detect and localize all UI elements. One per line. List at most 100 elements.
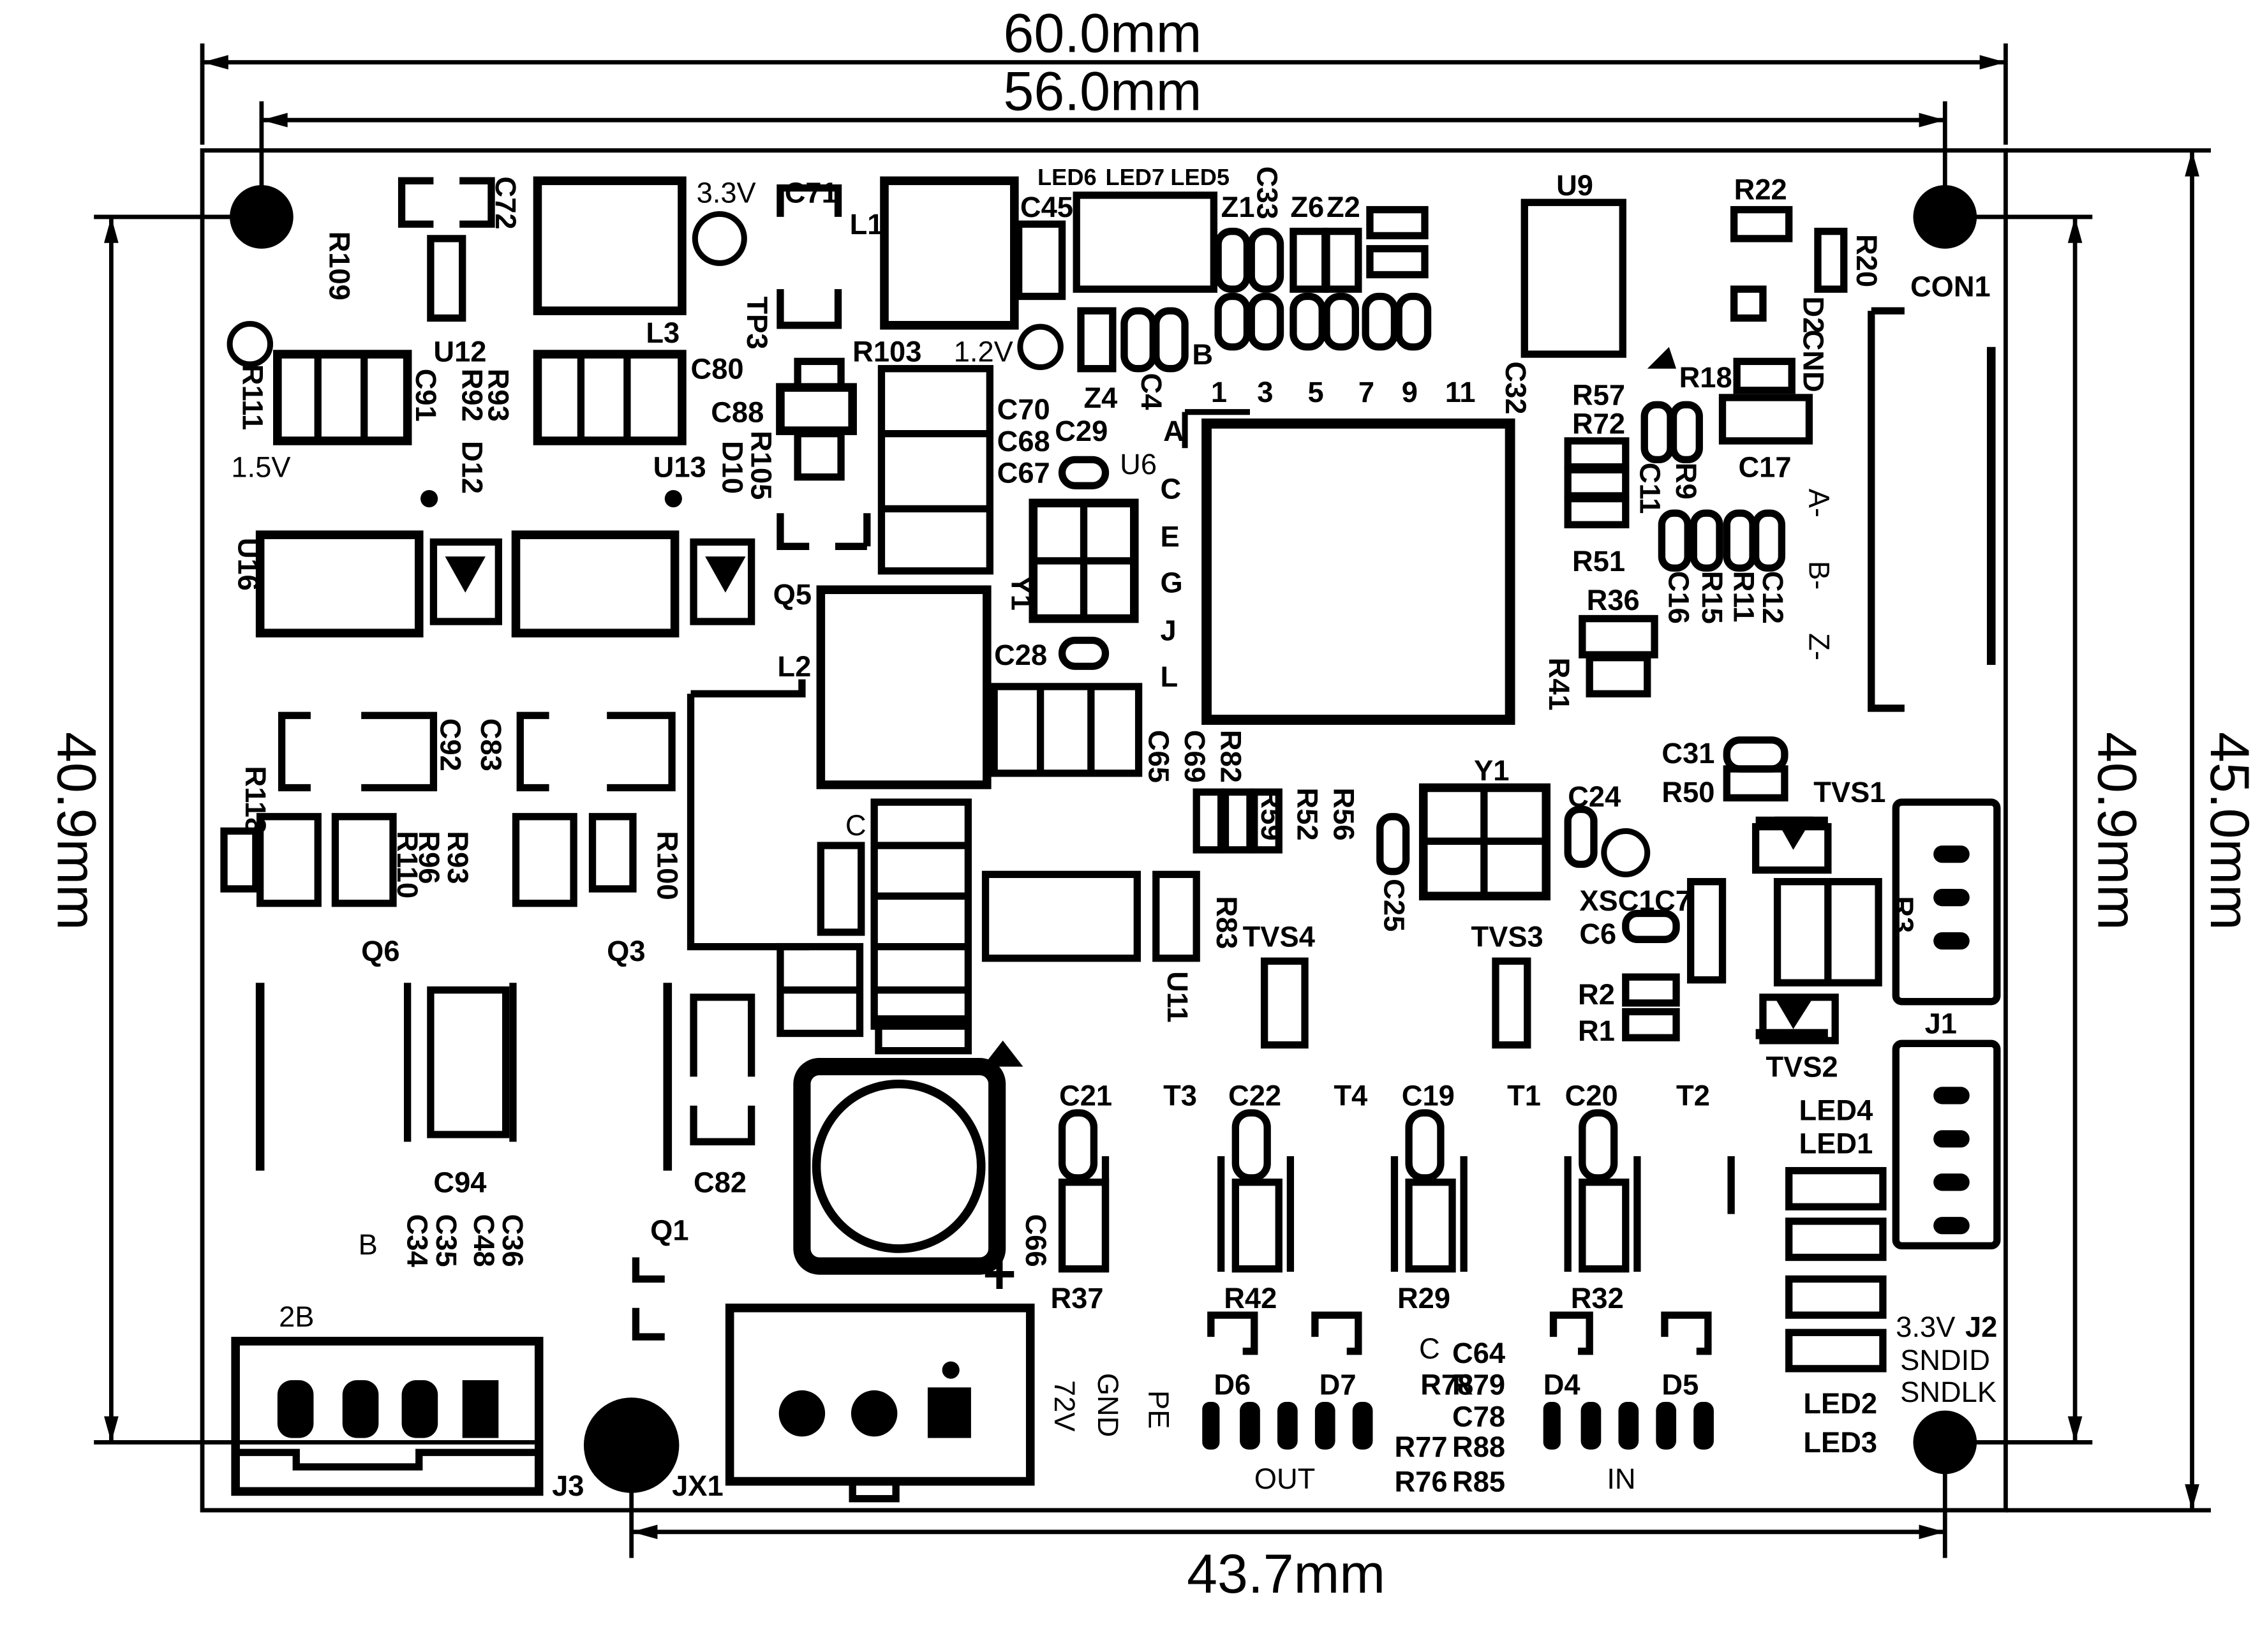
label-r9: R9	[1670, 463, 1702, 500]
label-tvs4: TVS4	[1243, 921, 1315, 953]
label-c6: C6	[1579, 918, 1616, 950]
label-c: C	[845, 809, 866, 842]
label-c66: C66	[1020, 1214, 1052, 1267]
label-c48: C48	[468, 1214, 500, 1267]
label-j3: J3	[552, 1470, 584, 1502]
label-1v5: 1.5V	[231, 451, 290, 484]
label-pin-11: 11	[1445, 376, 1476, 408]
svg-text:+: +	[983, 1242, 1016, 1306]
label-c29: C29	[1055, 415, 1108, 447]
label-jx1: JX1	[672, 1470, 724, 1502]
right-top-components	[1564, 205, 1996, 712]
label-c12: C12	[1757, 571, 1789, 624]
label-r57: R57	[1572, 378, 1625, 411]
label-r52: R52	[1291, 787, 1324, 840]
label-z4: Z4	[1084, 382, 1118, 414]
label-t1: T1	[1507, 1080, 1541, 1112]
label-r88: R88	[1452, 1431, 1505, 1463]
label-r59: R59	[1255, 787, 1288, 840]
label-r56: R56	[1327, 787, 1360, 840]
label-c32: C32	[1499, 361, 1532, 414]
label-sndlk: SNDLK	[1900, 1376, 1996, 1408]
label-pin-7: 7	[1358, 376, 1374, 408]
dim-40mm-left: 40.9mm	[46, 732, 107, 930]
label-row-c: C	[1161, 473, 1182, 505]
label-pin-5: 5	[1308, 376, 1324, 408]
label-c91: C91	[410, 369, 442, 422]
label-c80: C80	[691, 353, 744, 385]
label-r96: R96	[413, 831, 445, 884]
label-r78: R78	[1420, 1369, 1473, 1401]
label-z-minus: Z-	[1803, 633, 1835, 660]
label-a: A	[1163, 415, 1184, 447]
dim-43mm: 43.7mm	[1187, 1544, 1385, 1605]
label-72v: 72V	[1048, 1380, 1081, 1432]
label-pin-9: 9	[1402, 376, 1418, 408]
label-c67: C67	[997, 457, 1050, 489]
label-q3: Q3	[607, 935, 645, 967]
label-q1: Q1	[650, 1214, 688, 1246]
label-c68: C68	[997, 425, 1050, 458]
label-y1-small: Y1	[1005, 576, 1037, 611]
label-r77: R77	[1394, 1431, 1447, 1463]
dim-40mm-right: 40.9mm	[2086, 732, 2147, 930]
label-r29: R29	[1397, 1282, 1450, 1314]
label-c88: C88	[711, 396, 764, 429]
label-row-j: J	[1161, 614, 1177, 646]
label-r118: R118	[239, 766, 272, 834]
label-pe: PE	[1142, 1390, 1175, 1429]
label-row-e: E	[1161, 520, 1180, 553]
label-t3: T3	[1163, 1080, 1197, 1112]
label-r41: R41	[1543, 658, 1575, 711]
label-r83: R83	[1210, 896, 1243, 949]
label-c31: C31	[1662, 737, 1714, 770]
label-tvs2: TVS2	[1766, 1050, 1838, 1083]
label-pin-1: 1	[1211, 376, 1227, 408]
label-u6: U6	[1120, 448, 1157, 480]
label-c-mid: C	[1419, 1332, 1440, 1365]
label-l1: L1	[850, 208, 884, 241]
label-a-minus: A-	[1803, 489, 1835, 517]
label-led5: LED5	[1170, 164, 1230, 190]
label-z6: Z6	[1290, 191, 1324, 223]
label-led6: LED6	[1037, 164, 1097, 190]
label-c35: C35	[430, 1214, 463, 1267]
label-l3: L3	[646, 316, 680, 349]
label-c33: C33	[1251, 167, 1283, 220]
label-3v3: 3.3V	[697, 176, 756, 209]
label-r3: R3	[1887, 896, 1919, 933]
label-led4: LED4	[1799, 1094, 1873, 1126]
label-d4: D4	[1543, 1369, 1580, 1401]
label-q6: Q6	[361, 935, 399, 967]
dim-60mm: 60.0mm	[1004, 3, 1202, 64]
label-c11: C11	[1633, 463, 1666, 514]
label-r103: R103	[852, 335, 921, 368]
dim-45mm-right: 45.0mm	[2199, 732, 2260, 930]
main-ic	[1201, 418, 1515, 725]
label-r2: R2	[1578, 978, 1615, 1011]
label-c36: C36	[496, 1214, 529, 1267]
label-c4: C4	[1135, 373, 1168, 410]
label-r1: R1	[1578, 1015, 1615, 1047]
channel-components	[1058, 1109, 1887, 1373]
label-r20: R20	[1850, 234, 1883, 287]
label-c28: C28	[994, 639, 1047, 671]
label-d12: D12	[456, 441, 489, 494]
label-c78: C78	[1452, 1400, 1505, 1432]
label-u13: U13	[653, 451, 706, 484]
label-r22: R22	[1734, 174, 1787, 206]
label-r51: R51	[1572, 545, 1625, 577]
label-c94: C94	[433, 1166, 486, 1199]
label-u16: U16	[232, 538, 265, 591]
label-led1: LED1	[1799, 1127, 1873, 1159]
top-left-components	[227, 176, 1064, 637]
label-pin-3: 3	[1257, 376, 1273, 408]
label-c92: C92	[435, 718, 467, 771]
label-y1: Y1	[1474, 754, 1509, 787]
label-c69: C69	[1178, 730, 1211, 783]
label-c83: C83	[475, 718, 507, 771]
label-2b: 2B	[279, 1300, 314, 1333]
label-c65: C65	[1142, 730, 1175, 783]
label-c7: C7	[1654, 884, 1691, 917]
